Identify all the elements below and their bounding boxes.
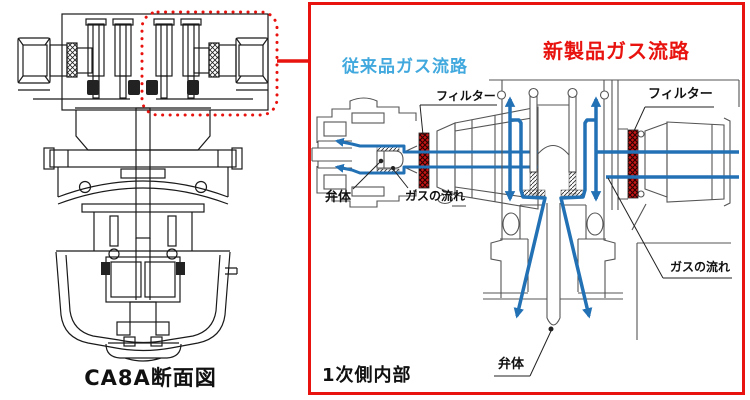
- flow-path-diagrams: [311, 79, 740, 377]
- detail-panel: 従来品ガス流路 新製品ガス流路 フィルター 弁体 ガスの流れ フィルター ガスの…: [308, 2, 745, 395]
- new-product-flow-arrows: [504, 96, 739, 319]
- conventional-filter: [418, 132, 430, 189]
- new-product-filter-label: フィルター: [648, 87, 713, 102]
- conventional-diagram: [311, 97, 539, 210]
- new-product-valve-body-label: 弁体: [498, 357, 525, 372]
- figure-caption: CA8A断面図: [84, 366, 217, 390]
- new-product-filter: [627, 129, 639, 199]
- new-product-gas-flow-label: ガスの流れ: [670, 260, 731, 274]
- new-product-heading: 新製品ガス流路: [543, 39, 690, 63]
- new-product-diagram: [483, 79, 740, 377]
- new-product-leader-lines: [494, 106, 732, 377]
- conventional-flow-arrows: [334, 137, 538, 175]
- conventional-gas-flow-label: ガスの流れ: [405, 189, 466, 203]
- conventional-heading: 従来品ガス流路: [342, 57, 468, 77]
- conventional-filter-label: フィルター: [436, 89, 496, 103]
- conventional-valve-body-label: 弁体: [325, 190, 352, 205]
- conventional-leader-lines: [352, 104, 497, 190]
- callout-dotted-box: [140, 10, 279, 117]
- panel-title: 1次側内部: [322, 365, 412, 386]
- valve-body-outline: [17, 13, 269, 362]
